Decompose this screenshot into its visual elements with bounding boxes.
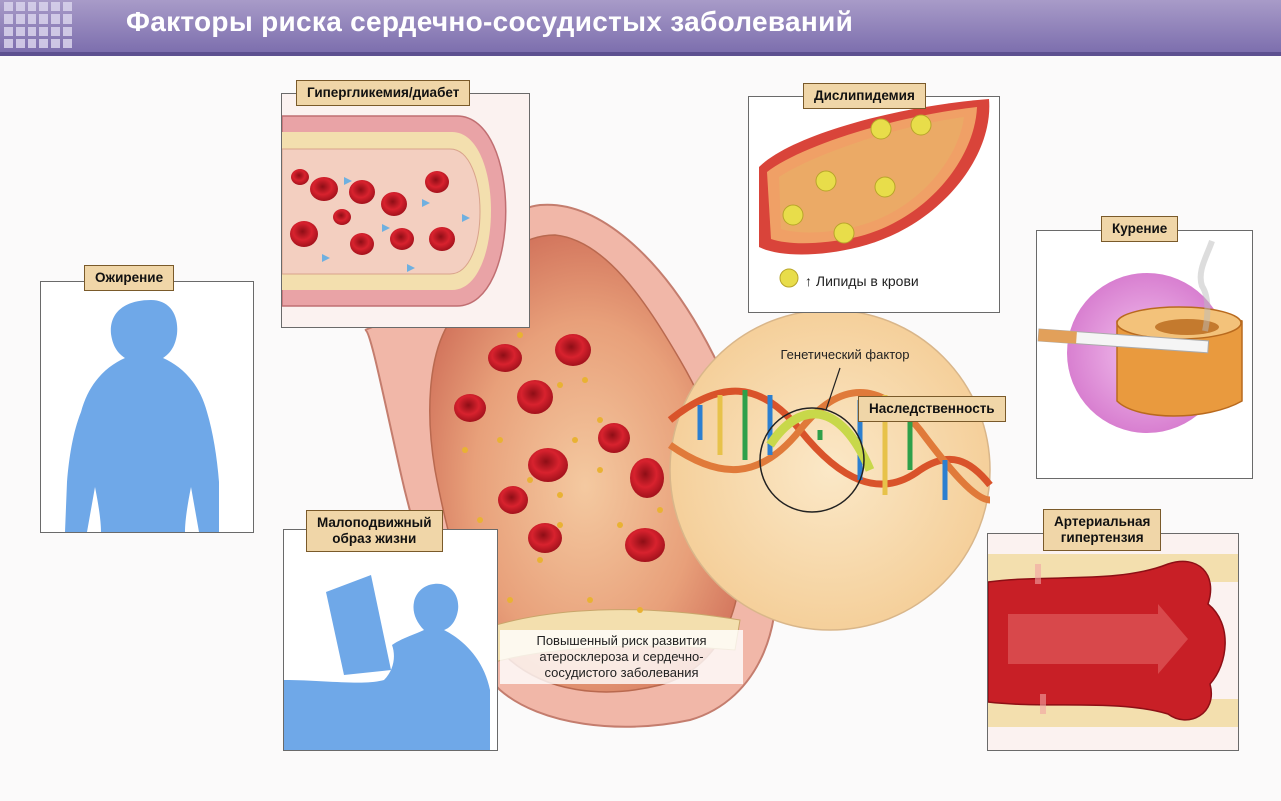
lipids-caption: ↑ Липиды в крови [805, 273, 919, 289]
risk-caption-line1: Повышенный риск развития [536, 633, 707, 648]
genetic-factor-caption: Генетический фактор [780, 347, 910, 362]
reclining-silhouette [284, 575, 490, 750]
risk-caption-line3: сосудистого заболевания [544, 665, 699, 680]
header-bar: Факторы риска сердечно-сосудистых заболе… [0, 0, 1281, 56]
obesity-label: Ожирение [84, 265, 175, 291]
central-rbc-group [454, 334, 665, 562]
sedentary-label-line2: образ жизни [332, 531, 417, 546]
risk-caption-box: Повышенный риск развития атеросклероза и… [500, 630, 743, 684]
page-title: Факторы риска сердечно-сосудистых заболе… [126, 6, 854, 37]
lipid-vessel [759, 99, 990, 288]
smoking-label: Курение [1101, 216, 1179, 242]
heredity-label: Наследственность [858, 396, 1006, 422]
central-lipid-dots [462, 332, 663, 613]
hyperglycemia-label: Гипергликемия/диабет [296, 80, 471, 106]
smoking-panel [1036, 230, 1253, 479]
sedentary-label: Малоподвижный образ жизни [306, 510, 443, 552]
risk-caption-line2: атеросклероза и сердечно- [539, 649, 704, 664]
hypertension-panel [987, 533, 1239, 751]
hypertension-label-line2: гипертензия [1060, 530, 1144, 545]
hypertension-label-line1: Артериальная [1054, 514, 1151, 529]
dyslipidemia-panel: ↑ Липиды в крови [748, 96, 1000, 313]
logo-grid [4, 2, 72, 48]
pressurized-vessel [988, 534, 1238, 750]
cigarette-ashtray [1037, 240, 1243, 433]
sedentary-label-line1: Малоподвижный [317, 515, 432, 530]
dyslipidemia-label: Дислипидемия [803, 83, 926, 109]
hyperglycemia-panel [281, 93, 530, 328]
sedentary-panel [283, 529, 498, 751]
vessel-cross-section [282, 94, 529, 327]
hypertension-label: Артериальная гипертензия [1043, 509, 1162, 551]
obese-silhouette [65, 300, 219, 532]
obesity-panel [40, 281, 254, 533]
